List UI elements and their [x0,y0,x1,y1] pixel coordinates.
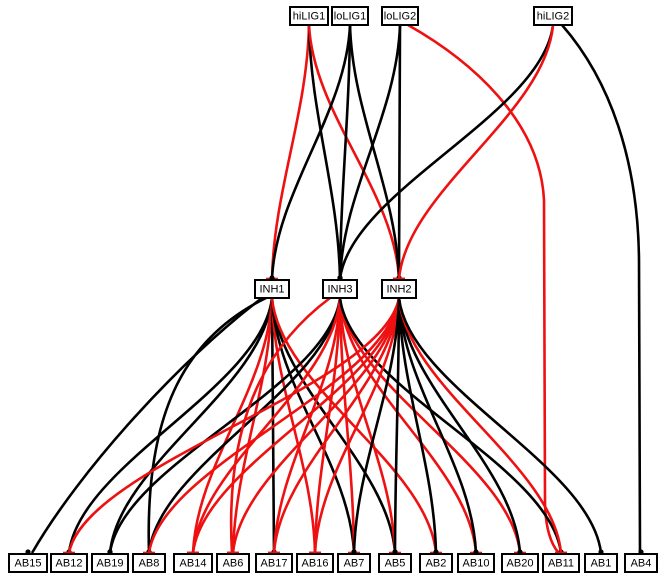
node-box [584,553,618,573]
node-box [378,553,412,573]
node-label: AB5 [385,558,406,570]
node-box [296,553,334,573]
edge-INH2-to-AB8 [143,297,401,555]
node-ab17[interactable]: AB17 [255,553,293,573]
node-ab6[interactable]: AB6 [216,553,250,573]
node-label: AB8 [139,558,160,570]
edge-INH1-to-AB19 [107,297,274,555]
edge-hiLIG1-to-INH3 [307,24,343,281]
node-lolig2[interactable]: loLIG2 [381,6,419,26]
node-label: AB2 [426,558,447,570]
node-label: INH3 [327,284,352,296]
node-label: AB11 [548,558,574,570]
edge-loLIG2-to-INH2 [396,24,402,281]
node-label: hiLIG2 [537,11,569,23]
node-box [501,553,539,573]
node-label: AB4 [631,558,652,570]
node-label: AB16 [302,558,329,570]
node-ab7[interactable]: AB7 [337,553,371,573]
node-label: AB14 [180,558,207,570]
node-box [289,6,329,26]
node-ab19[interactable]: AB19 [91,553,129,573]
node-ab20[interactable]: AB20 [501,553,539,573]
node-label: AB1 [591,558,612,570]
node-box [50,553,88,573]
edge-INH3-to-AB19 [107,297,342,555]
node-label: loLIG2 [384,11,416,23]
node-ab4[interactable]: AB4 [624,553,658,573]
node-label: hiLIG1 [293,11,325,23]
edge-loLIG2-to-AB11 [407,23,567,555]
node-box [331,6,369,26]
node-label: AB19 [97,558,124,570]
node-lolig1[interactable]: loLIG1 [331,6,369,26]
node-ab11[interactable]: AB11 [542,553,580,573]
node-box [381,279,417,299]
node-label: AB6 [223,558,244,570]
edge-INH3-to-AB11 [338,297,564,555]
node-ab2[interactable]: AB2 [419,553,453,573]
node-ab15[interactable]: AB15 [8,553,48,573]
node-hilig1[interactable]: hiLIG1 [289,6,329,26]
edge-INH1-to-AB12 [66,297,274,555]
node-ab5[interactable]: AB5 [378,553,412,573]
node-hilig2[interactable]: hiLIG2 [533,6,573,26]
node-box [254,279,290,299]
node-ab1[interactable]: AB1 [584,553,618,573]
edge-hiLIG2-to-AB4 [561,24,644,555]
node-inh3[interactable]: INH3 [322,279,358,299]
node-label: AB12 [56,558,83,570]
edge-hiLIG2-to-INH2 [393,24,555,281]
node-label: INH2 [386,284,411,296]
node-ab16[interactable]: AB16 [296,553,334,573]
node-box [624,553,658,573]
edges-layer [25,23,644,555]
node-box [457,553,495,573]
node-label: INH1 [259,284,284,296]
node-label: AB10 [463,558,490,570]
node-box [8,553,48,573]
node-label: loLIG1 [334,11,366,23]
node-box [173,553,213,573]
node-box [216,553,250,573]
node-box [91,553,129,573]
edge-hiLIG1-to-INH1 [266,24,311,281]
node-box [255,553,293,573]
node-inh2[interactable]: INH2 [381,279,417,299]
node-label: AB20 [507,558,534,570]
node-box [533,6,573,26]
node-label: AB15 [15,558,42,570]
node-ab10[interactable]: AB10 [457,553,495,573]
edge-loLIG2-to-INH3 [337,24,402,281]
node-ab12[interactable]: AB12 [50,553,88,573]
node-label: AB7 [344,558,365,570]
node-box [337,553,371,573]
node-label: AB17 [261,558,288,570]
node-ab8[interactable]: AB8 [132,553,166,573]
node-box [542,553,580,573]
node-box [322,279,358,299]
node-box [419,553,453,573]
node-box [381,6,419,26]
node-ab14[interactable]: AB14 [173,553,213,573]
node-box [132,553,166,573]
node-inh1[interactable]: INH1 [254,279,290,299]
